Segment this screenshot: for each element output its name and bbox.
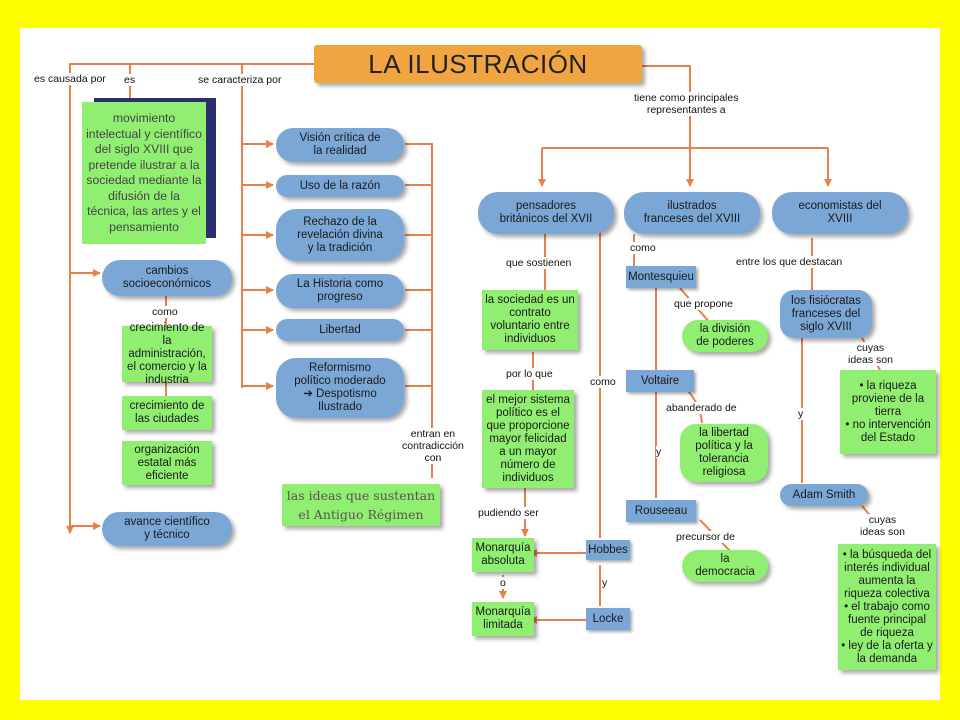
node-organizacion-estatal: organización estatal más eficiente [122,441,212,485]
link-como-franceses: como [630,242,656,254]
node-democracia: la democracia [682,550,768,582]
node-voltaire: Voltaire [626,370,694,392]
node-libertad-politica: la libertad política y la tolerancia rel… [680,424,768,482]
definition-node: movimiento intelectual y científico del … [82,102,206,244]
link-y-voltaire-rouseeau: y [656,446,662,458]
node-locke: Locke [586,608,630,630]
map-title: LA ILUSTRACIÓN [314,45,642,83]
link-precursor-de: precursor de [676,531,735,543]
link-abanderado-de: abanderado de [666,402,737,414]
node-crecimiento-administracion: crecimiento de la administración, el com… [122,322,212,386]
edge-contradiccion [405,143,433,478]
link-entre-los-que-destacan: entre los que destacan [736,256,843,268]
node-adam-smith: Adam Smith [780,484,868,506]
node-monarquia-limitada: Monarquía limitada [472,602,534,636]
link-que-propone: que propone [674,298,733,310]
node-reformismo: Reformismo político moderado ➔ Despotism… [276,358,404,418]
link-por-lo-que: por lo que [506,368,553,380]
node-crecimiento-ciudades: crecimiento de las ciudades [122,396,212,430]
node-hobbes: Hobbes [586,540,630,560]
node-libertad: Libertad [276,319,404,341]
idea-riqueza-tierra: • la riqueza proviene de la tierra [851,379,925,418]
node-rechazo-revelacion: Rechazo de la revelación divina y la tra… [276,209,404,261]
link-como-cambios: como [152,306,178,318]
link-cuyas-ideas-2: cuyas ideas son [860,514,905,538]
idea-no-intervencion: • no intervención del Estado [845,418,931,444]
node-montesquieu: Montesquieu [626,266,696,288]
link-y-hobbes-locke: y [602,577,608,589]
link-y-fisiocratas-smith: y [798,408,804,420]
node-ilustrados-franceses: ilustrados franceses del XVIII [624,192,760,234]
node-smith-ideas: • la búsqueda del interés individual aum… [838,544,936,670]
link-pudiendo-ser: pudiendo ser [478,507,539,519]
node-uso-razon: Uso de la razón [276,175,404,197]
edge-causada [66,63,314,534]
link-es-causada-por: es causada por [34,73,106,85]
node-division-poderes: la división de poderes [682,320,768,352]
link-entran-contradiccion: entran en contradicción con [402,428,464,464]
idea-interes-individual: • la búsqueda del interés individual aum… [842,548,932,600]
idea-oferta-demanda: • ley de la oferta y la demanda [841,639,933,665]
node-historia-progreso: La Historia como progreso [276,274,404,308]
node-economistas: economistas del XVIII [772,192,908,234]
link-tiene-como: tiene como principales representantes a [634,92,739,116]
node-monarquia-absoluta: Monarquía absoluta [472,538,534,572]
concept-map: es causada por es se caracteriza por tie… [20,28,940,700]
link-se-caracteriza-por: se caracteriza por [198,74,282,86]
node-contrato-voluntario: la sociedad es un contrato voluntario en… [482,290,578,350]
idea-trabajo-riqueza: • el trabajo como fuente principal de ri… [844,600,930,639]
link-que-sostienen: que sostienen [506,257,572,269]
node-fisiocratas-ideas: • la riqueza proviene de la tierra • no … [840,370,936,454]
node-rouseeau: Rouseeau [626,500,696,522]
node-fisiocratas: los fisiócratas franceses del siglo XVII… [780,290,872,338]
node-cambios-socioeconomicos: cambios socioeconómicos [102,260,232,296]
node-pensadores-britanicos: pensadores británicos del XVII [478,192,614,234]
link-o: o [500,577,506,589]
node-avance-cientifico: avance científico y técnico [102,512,232,546]
link-es: es [124,74,136,86]
node-mejor-sistema: el mejor sistema político es el que prop… [482,390,574,488]
link-como-britanicos: como [590,376,616,388]
link-cuyas-ideas-1: cuyas ideas son [848,342,893,366]
node-ideas-antiguo-regimen: las ideas que sustentan el Antiguo Régim… [282,484,440,526]
node-vision-critica: Visión crítica de la realidad [276,128,404,162]
